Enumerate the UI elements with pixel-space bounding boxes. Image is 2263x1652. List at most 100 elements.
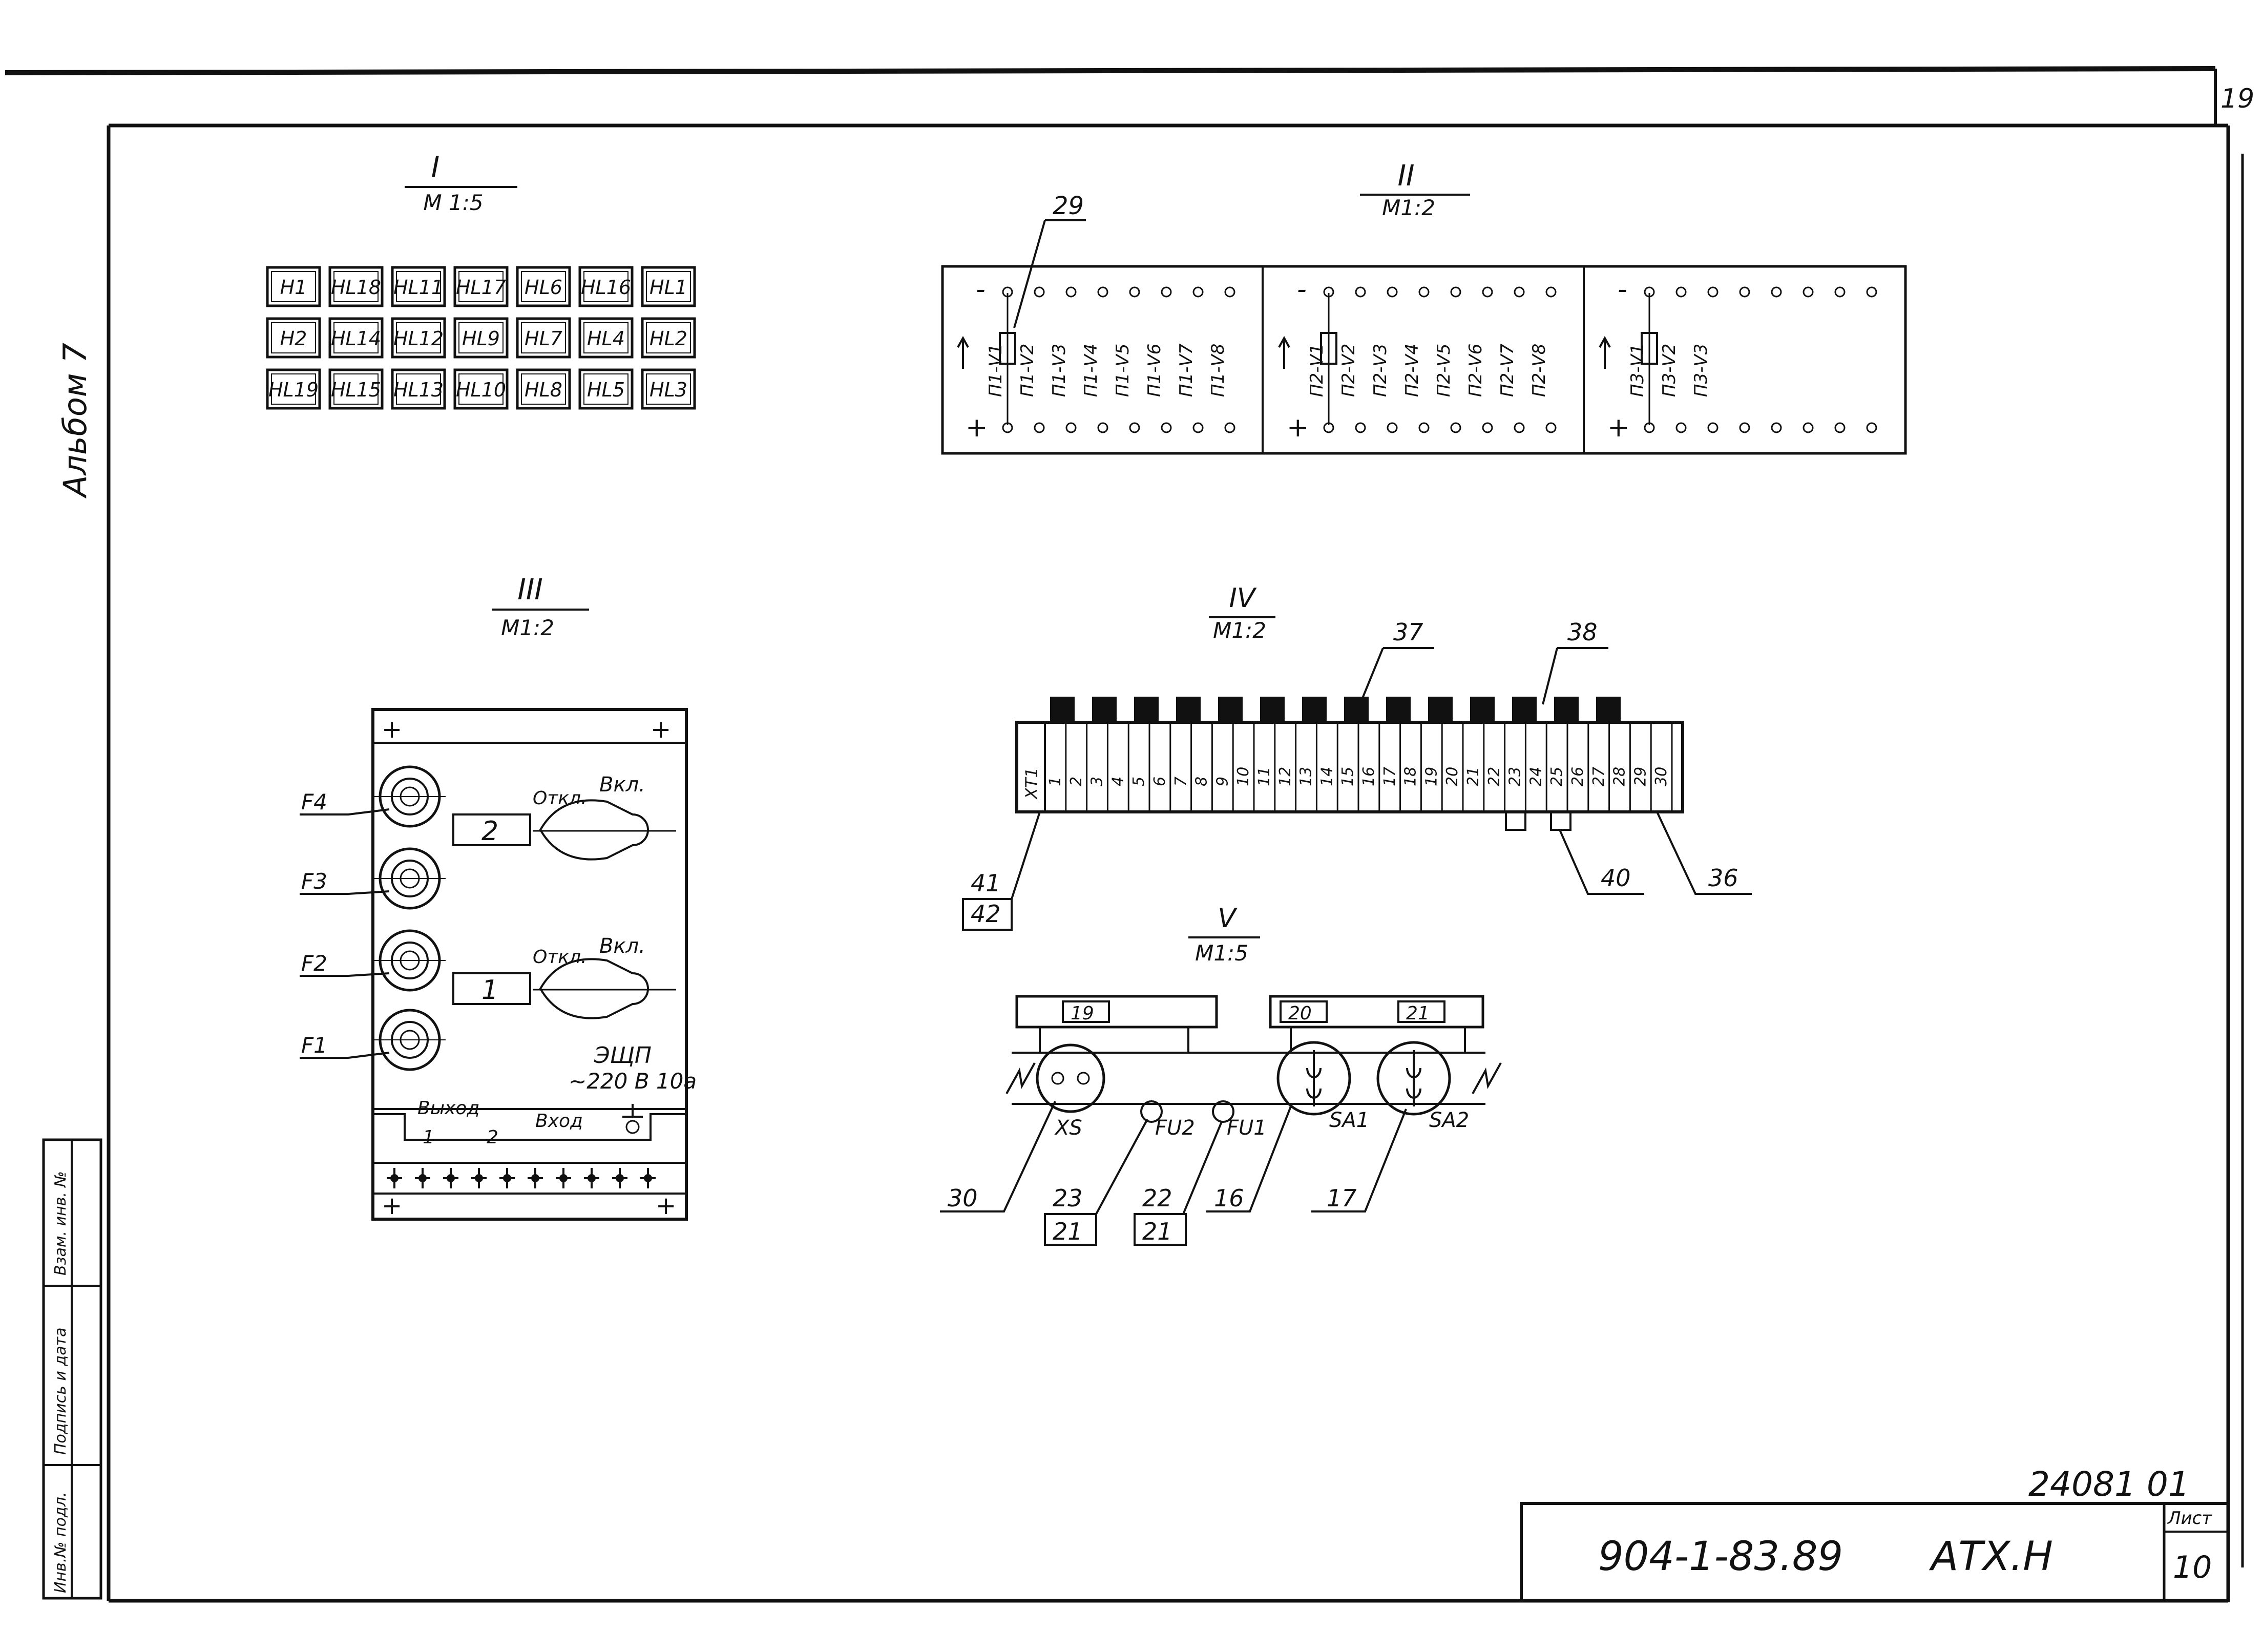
terminal-hole <box>1739 422 1750 433</box>
part-fu1: FU1 <box>1227 1116 1267 1140</box>
lamp-label: HL10 <box>456 379 506 401</box>
plus-sign: + <box>1287 412 1309 443</box>
label-20: 20 <box>1288 1003 1312 1024</box>
terminal-hole <box>1097 286 1108 298</box>
terminal-number: 21 <box>1464 767 1482 786</box>
minus-sign: - <box>1618 274 1627 305</box>
resistor <box>999 332 1016 365</box>
callout-21a: 21 <box>1053 1218 1083 1245</box>
terminal-number: 23 <box>1506 767 1524 786</box>
lamp-cell <box>453 317 509 359</box>
svg-text:+: + <box>651 715 671 744</box>
lamp-label: HL7 <box>525 327 562 350</box>
terminal-hole <box>1834 286 1846 298</box>
polarity-arrow <box>1278 336 1290 369</box>
view4-scale: М1:2 <box>1213 618 1266 643</box>
terminal-screw <box>1050 697 1075 722</box>
album-label: Альбом 7 <box>56 343 94 499</box>
terminal-screw <box>1596 697 1621 722</box>
sheet-number: 10 <box>2173 1550 2212 1585</box>
panel-terminal-dot <box>616 1174 624 1182</box>
callout-30: 30 <box>948 1184 978 1212</box>
terminal-screw <box>1218 697 1243 722</box>
callout-41: 41 <box>971 869 1001 897</box>
lamp-label: H1 <box>280 276 307 299</box>
terminal-number: 25 <box>1548 767 1566 786</box>
panel-terminal-dot <box>531 1174 539 1182</box>
lamp-label: HL16 <box>581 276 631 299</box>
element-label: П2-V5 <box>1434 344 1454 397</box>
terminal-number: 12 <box>1276 767 1294 786</box>
terminal-screw <box>1302 697 1327 722</box>
terminal-hole <box>1771 422 1782 433</box>
terminal-hole <box>1834 422 1846 433</box>
view2-numeral: II <box>1397 159 1414 193</box>
terminal-number: 9 <box>1213 777 1231 786</box>
part-xs: XS <box>1054 1116 1082 1140</box>
callout-16: 16 <box>1214 1184 1244 1212</box>
terminal-number: 13 <box>1297 767 1315 786</box>
terminal-hole <box>1644 422 1655 433</box>
terminal-screw <box>1386 697 1411 722</box>
terminal-number: 24 <box>1527 767 1545 786</box>
terminal-number: 30 <box>1652 767 1670 786</box>
resistor <box>1641 332 1658 365</box>
lamp-cell-inner <box>521 373 566 405</box>
terminal-hole <box>1450 422 1461 433</box>
element-label: П2-V7 <box>1497 343 1518 397</box>
callout-21b: 21 <box>1142 1218 1172 1245</box>
plus-sign: + <box>966 412 988 443</box>
terminal-number: 7 <box>1172 777 1190 786</box>
switch-2-number: 2 <box>481 816 498 847</box>
lamp-label: HL15 <box>331 379 381 401</box>
terminal-hole <box>1707 286 1719 298</box>
terminal-number: 18 <box>1402 767 1420 786</box>
terminal-hole <box>1803 422 1814 433</box>
callout-29: 29 <box>1053 192 1084 220</box>
element-label: П3-V3 <box>1691 344 1711 397</box>
terminal-hole <box>1644 286 1655 298</box>
panel-terminal-dot <box>447 1174 455 1182</box>
polarity-arrow <box>1599 336 1611 369</box>
svg-text:+: + <box>382 1191 402 1220</box>
terminal-hole <box>1224 286 1235 298</box>
archive-number: 24081 01 <box>2028 1465 2190 1504</box>
terminal-hole <box>1097 422 1108 433</box>
terminal-screw <box>1134 697 1159 722</box>
lamp-cell <box>453 266 509 307</box>
resistor <box>1320 332 1337 365</box>
terminal-number: 4 <box>1109 777 1127 786</box>
lamp-label: HL11 <box>393 276 444 299</box>
panel-terminal-dot <box>503 1174 511 1182</box>
lamp-cell <box>641 266 696 307</box>
fuse-label: F2 <box>301 951 327 976</box>
polarity-arrow <box>957 336 969 369</box>
view5-numeral: V <box>1218 903 1238 934</box>
sheet-frame <box>5 66 2244 1603</box>
output-2: 2 <box>487 1127 498 1148</box>
label-21: 21 <box>1406 1003 1430 1024</box>
lamp-cell-inner <box>521 322 566 353</box>
lamp-cell-inner <box>583 373 628 405</box>
minus-sign: - <box>976 274 986 305</box>
lamp-label: HL17 <box>456 276 506 299</box>
fuse-leader <box>300 808 390 815</box>
document-mark: АТХ.Н <box>1929 1534 2053 1580</box>
element-label: П1-V6 <box>1144 344 1165 397</box>
terminal-number: 5 <box>1130 777 1148 786</box>
switch-1-number: 1 <box>481 975 498 1006</box>
stamp-inv-number: Инв.№ подл. <box>52 1492 70 1593</box>
element-label: П1-V3 <box>1049 344 1070 397</box>
lamp-label: HL12 <box>393 327 444 350</box>
lamp-cell-inner <box>333 322 379 353</box>
terminal-hole <box>1482 286 1493 298</box>
lamp-cell <box>641 368 696 410</box>
lamp-cell-inner <box>646 271 691 302</box>
part-sa2: SA2 <box>1429 1109 1469 1132</box>
terminal-number: 19 <box>1422 767 1440 786</box>
callout-42: 42 <box>971 900 1001 928</box>
terminal-hole <box>1514 286 1525 298</box>
terminal-screw <box>1176 697 1201 722</box>
switch-1 <box>452 958 676 1019</box>
view3-numeral: III <box>517 573 543 607</box>
